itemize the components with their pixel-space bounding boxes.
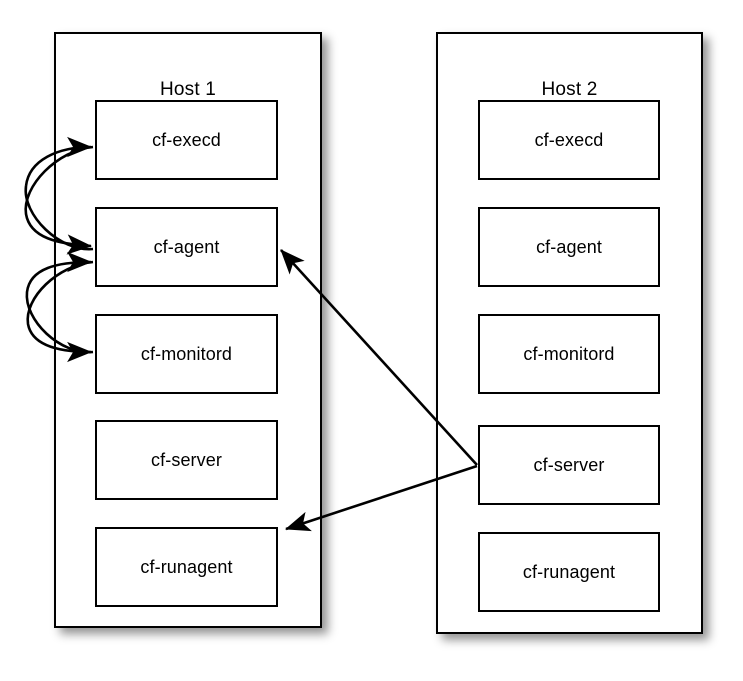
process-box-host1-cf-runagent[interactable]: cf-runagent — [95, 527, 278, 607]
process-box-host1-cf-execd[interactable]: cf-execd — [95, 100, 278, 180]
process-label-host2-cf-agent: cf-agent — [536, 236, 602, 257]
process-box-host1-cf-server[interactable]: cf-server — [95, 420, 278, 500]
process-label-host2-cf-runagent: cf-runagent — [522, 561, 616, 582]
process-label-host2-cf-execd: cf-execd — [534, 129, 604, 150]
process-label-host1-cf-monitord: cf-monitord — [140, 343, 233, 364]
process-label-host1-cf-execd: cf-execd — [152, 129, 221, 150]
process-box-host1-cf-agent[interactable]: cf-agent — [95, 207, 278, 287]
process-label-host2-cf-server: cf-server — [533, 454, 605, 475]
process-box-host1-cf-monitord[interactable]: cf-monitord — [95, 314, 278, 394]
host-title-host-1: Host 1 — [159, 79, 217, 100]
host-title-host-2: Host 2 — [541, 79, 598, 100]
process-box-host2-cf-server[interactable]: cf-server — [478, 425, 660, 505]
process-box-host2-cf-runagent[interactable]: cf-runagent — [478, 532, 660, 612]
process-label-host1-cf-agent: cf-agent — [153, 236, 220, 257]
process-label-host1-cf-runagent: cf-runagent — [140, 556, 233, 577]
process-box-host2-cf-execd[interactable]: cf-execd — [478, 100, 660, 180]
process-box-host2-cf-agent[interactable]: cf-agent — [478, 207, 660, 287]
process-label-host2-cf-monitord: cf-monitord — [523, 343, 615, 364]
process-label-host1-cf-server: cf-server — [151, 449, 222, 470]
process-box-host2-cf-monitord[interactable]: cf-monitord — [478, 314, 660, 394]
